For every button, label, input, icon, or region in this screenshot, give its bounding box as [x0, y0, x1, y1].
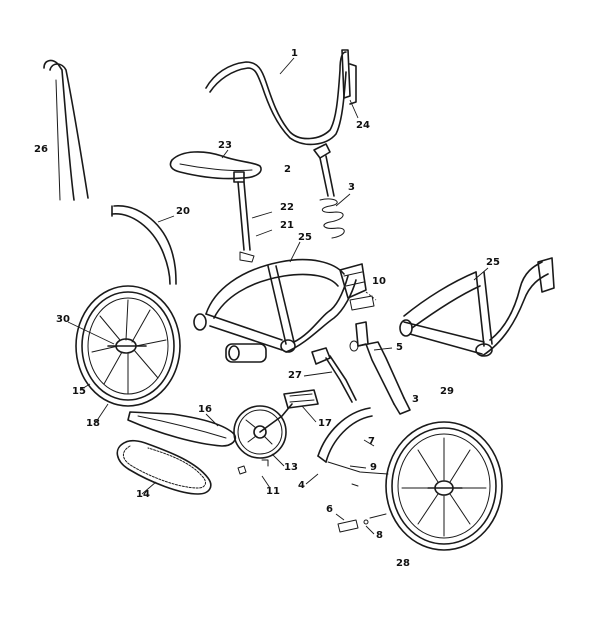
callout-23: 23 [218, 140, 232, 151]
part-26-sissy-bar [43, 59, 89, 201]
part-6-axle-hardware [337, 513, 387, 533]
part-17-pedal [283, 389, 319, 409]
callout-25a: 25 [298, 232, 312, 243]
rear-wheel-spokes [91, 299, 167, 395]
callout-26: 26 [34, 144, 48, 155]
callout-15: 15 [72, 386, 86, 397]
part-27-kickstand [311, 347, 357, 403]
callout-8: 8 [376, 530, 383, 541]
callout-9: 9 [370, 462, 377, 473]
callout-10: 10 [372, 276, 386, 287]
part-7-front-fender [317, 407, 389, 475]
part-5-front-fork [349, 321, 411, 415]
part-24-handlebar-fitting [341, 49, 357, 105]
callout-22: 22 [280, 202, 294, 213]
callout-13: 13 [284, 462, 298, 473]
callout-3b: 3 [412, 394, 419, 405]
callout-11: 11 [266, 486, 280, 497]
part-16-chain-guard [127, 411, 237, 447]
part-10-headset [349, 291, 377, 311]
callout-20: 20 [176, 206, 190, 217]
callout-3: 3 [348, 182, 355, 193]
callout-29: 29 [440, 386, 454, 397]
callout-28: 28 [396, 558, 410, 569]
callout-18: 18 [86, 418, 100, 429]
callout-1: 1 [291, 48, 298, 59]
part-14-chain [116, 439, 212, 495]
part-20-rear-fender [111, 205, 177, 285]
part-29-front-wheel [385, 421, 503, 551]
callout-5: 5 [396, 342, 403, 353]
callout-4: 4 [298, 480, 305, 491]
callout-30: 30 [56, 314, 70, 325]
callout-17: 17 [318, 418, 332, 429]
callout-16: 16 [198, 404, 212, 415]
part-1-handlebar [205, 51, 347, 146]
callout-6: 6 [326, 504, 333, 515]
callout-labels: 1 2 3 3 4 5 6 7 8 9 10 11 13 14 15 16 17… [34, 48, 500, 569]
part-22-seat-post [233, 171, 255, 263]
callout-14: 14 [136, 489, 150, 500]
part-25-frame [193, 258, 367, 353]
callout-2: 2 [284, 164, 291, 175]
front-wheel-spokes [401, 437, 487, 537]
callout-24: 24 [356, 120, 370, 131]
part-25-frame-alt [399, 257, 555, 357]
part-4-bolt [351, 483, 359, 487]
part-23-seat [169, 151, 262, 180]
part-18-rear-wheel [75, 285, 181, 407]
part-bottom-bracket [225, 343, 267, 363]
part-3-stem-spring [313, 143, 345, 239]
part-13-sprocket [233, 403, 293, 459]
callout-21: 21 [280, 220, 294, 231]
callout-25b: 25 [486, 257, 500, 268]
callout-27: 27 [288, 370, 302, 381]
callout-leader-lines [67, 57, 489, 535]
part-11-hardware [237, 459, 269, 475]
callout-7: 7 [368, 436, 375, 447]
